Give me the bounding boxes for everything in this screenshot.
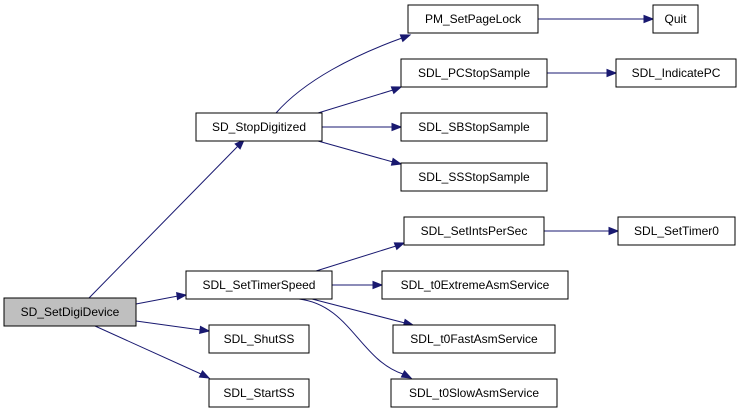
edge-line bbox=[315, 245, 397, 272]
edge-sdl-settimerspeed-to-sdl-t0slowasmservice bbox=[298, 298, 413, 379]
arrowhead-icon bbox=[643, 14, 655, 24]
node-sdl-t0extremeasmservice[interactable]: SDL_t0ExtremeAsmService bbox=[381, 270, 569, 300]
node-label: SDL_SBStopSample bbox=[418, 120, 530, 134]
edge-sd-stopdigitized-to-sdl-ssstopsample bbox=[317, 140, 403, 166]
node-label: SDL_SetIntsPerSec bbox=[421, 224, 528, 238]
node-label: SDL_PCStopSample bbox=[418, 66, 530, 80]
edges-layer bbox=[88, 14, 655, 379]
node-box[interactable] bbox=[407, 4, 539, 34]
arrowhead-icon bbox=[400, 369, 413, 379]
edge-sd-setdigidevice-to-sdl-settimerspeed bbox=[135, 291, 188, 305]
node-box[interactable] bbox=[400, 162, 548, 192]
node-box[interactable] bbox=[392, 324, 556, 354]
arrowhead-icon bbox=[176, 291, 188, 301]
node-sdl-setintspersec[interactable]: SDL_SetIntsPerSec bbox=[403, 216, 545, 246]
node-sdl-settimerspeed[interactable]: SDL_SetTimerSpeed bbox=[185, 270, 333, 300]
node-box[interactable] bbox=[208, 378, 310, 408]
node-sd-setdigidevice[interactable]: SD_SetDigiDevice bbox=[3, 297, 137, 327]
arrowhead-icon bbox=[399, 34, 412, 43]
edge-sdl-pcstopsample-to-sdl-indicatepc bbox=[547, 68, 618, 78]
node-label: PM_SetPageLock bbox=[425, 12, 522, 26]
node-label: SDL_IndicatePC bbox=[632, 66, 721, 80]
edge-sd-stopdigitized-to-pm-setpagelock bbox=[275, 34, 412, 114]
arrowhead-icon bbox=[393, 242, 406, 251]
node-sdl-startss[interactable]: SDL_StartSS bbox=[208, 378, 310, 408]
edge-sdl-settimerspeed-to-sdl-t0fastasmservice bbox=[311, 298, 415, 327]
edge-sd-setdigidevice-to-sd-stopdigitized bbox=[88, 139, 245, 299]
node-sdl-t0slowasmservice[interactable]: SDL_t0SlowAsmService bbox=[390, 378, 558, 408]
arrowhead-icon bbox=[234, 139, 245, 150]
node-sdl-ssstopsample[interactable]: SDL_SSStopSample bbox=[400, 162, 548, 192]
edge-sd-stopdigitized-to-sdl-sbstopsample bbox=[322, 122, 403, 132]
node-sdl-indicatepc[interactable]: SDL_IndicatePC bbox=[615, 58, 737, 88]
edge-sd-setdigidevice-to-sdl-startss bbox=[94, 325, 211, 379]
arrowhead-icon bbox=[608, 226, 620, 236]
edge-line bbox=[275, 37, 403, 114]
node-box[interactable] bbox=[400, 58, 548, 88]
node-sdl-sbstopsample[interactable]: SDL_SBStopSample bbox=[400, 112, 548, 142]
arrowhead-icon bbox=[199, 325, 211, 335]
edge-line bbox=[135, 295, 179, 305]
arrowhead-icon bbox=[390, 157, 403, 166]
edge-line bbox=[317, 89, 394, 114]
node-quit[interactable]: Quit bbox=[652, 4, 699, 34]
node-label: SDL_StartSS bbox=[223, 386, 294, 400]
node-box[interactable] bbox=[652, 4, 699, 34]
node-box[interactable] bbox=[195, 112, 323, 142]
node-box[interactable] bbox=[617, 216, 736, 246]
node-label: SDL_t0FastAsmService bbox=[410, 332, 538, 346]
node-sdl-t0fastasmservice[interactable]: SDL_t0FastAsmService bbox=[392, 324, 556, 354]
edge-sdl-setintspersec-to-sdl-settimer0 bbox=[544, 226, 620, 236]
nodes-layer: SD_SetDigiDevice SD_StopDigitizedSDL_SetT… bbox=[3, 4, 737, 408]
node-box[interactable] bbox=[615, 58, 737, 88]
arrowhead-icon bbox=[606, 68, 618, 78]
edge-line bbox=[94, 325, 202, 375]
node-pm-setpagelock[interactable]: PM_SetPageLock bbox=[407, 4, 539, 34]
node-label: SDL_t0ExtremeAsmService bbox=[401, 278, 550, 292]
node-box[interactable] bbox=[400, 112, 548, 142]
arrowhead-icon bbox=[390, 86, 403, 95]
node-label: SD_SetDigiDevice bbox=[21, 305, 120, 319]
node-box[interactable] bbox=[3, 297, 137, 327]
edge-sdl-settimerspeed-to-sdl-t0extremeasmservice bbox=[332, 280, 384, 290]
edge-sd-setdigidevice-to-sdl-shutss bbox=[135, 320, 211, 335]
node-box[interactable] bbox=[381, 270, 569, 300]
node-label: SDL_SetTimerSpeed bbox=[203, 278, 316, 292]
node-box[interactable] bbox=[390, 378, 558, 408]
node-label: SDL_SetTimer0 bbox=[634, 224, 719, 238]
edge-sdl-settimerspeed-to-sdl-setintspersec bbox=[315, 242, 406, 272]
edge-pm-setpagelock-to-quit bbox=[538, 14, 655, 24]
node-label: SD_StopDigitized bbox=[212, 120, 306, 134]
node-sdl-settimer0[interactable]: SDL_SetTimer0 bbox=[617, 216, 736, 246]
node-sd-stopdigitized[interactable]: SD_StopDigitized bbox=[195, 112, 323, 142]
node-label: SDL_ShutSS bbox=[224, 332, 295, 346]
node-sdl-pcstopsample[interactable]: SDL_PCStopSample bbox=[400, 58, 548, 88]
node-sdl-shutss[interactable]: SDL_ShutSS bbox=[208, 324, 310, 354]
node-box[interactable] bbox=[403, 216, 545, 246]
node-label: Quit bbox=[664, 12, 687, 26]
edge-line bbox=[317, 140, 394, 163]
node-box[interactable] bbox=[208, 324, 310, 354]
node-label: SDL_t0SlowAsmService bbox=[409, 386, 539, 400]
edge-line bbox=[298, 298, 404, 375]
edge-sd-stopdigitized-to-sdl-pcstopsample bbox=[317, 86, 403, 114]
arrowhead-icon bbox=[372, 280, 384, 290]
edge-line bbox=[311, 298, 406, 324]
node-box[interactable] bbox=[185, 270, 333, 300]
edge-line bbox=[135, 320, 202, 331]
edge-line bbox=[88, 145, 239, 299]
node-label: SDL_SSStopSample bbox=[418, 170, 530, 184]
arrowhead-icon bbox=[391, 122, 403, 132]
arrowhead-icon bbox=[198, 369, 211, 379]
